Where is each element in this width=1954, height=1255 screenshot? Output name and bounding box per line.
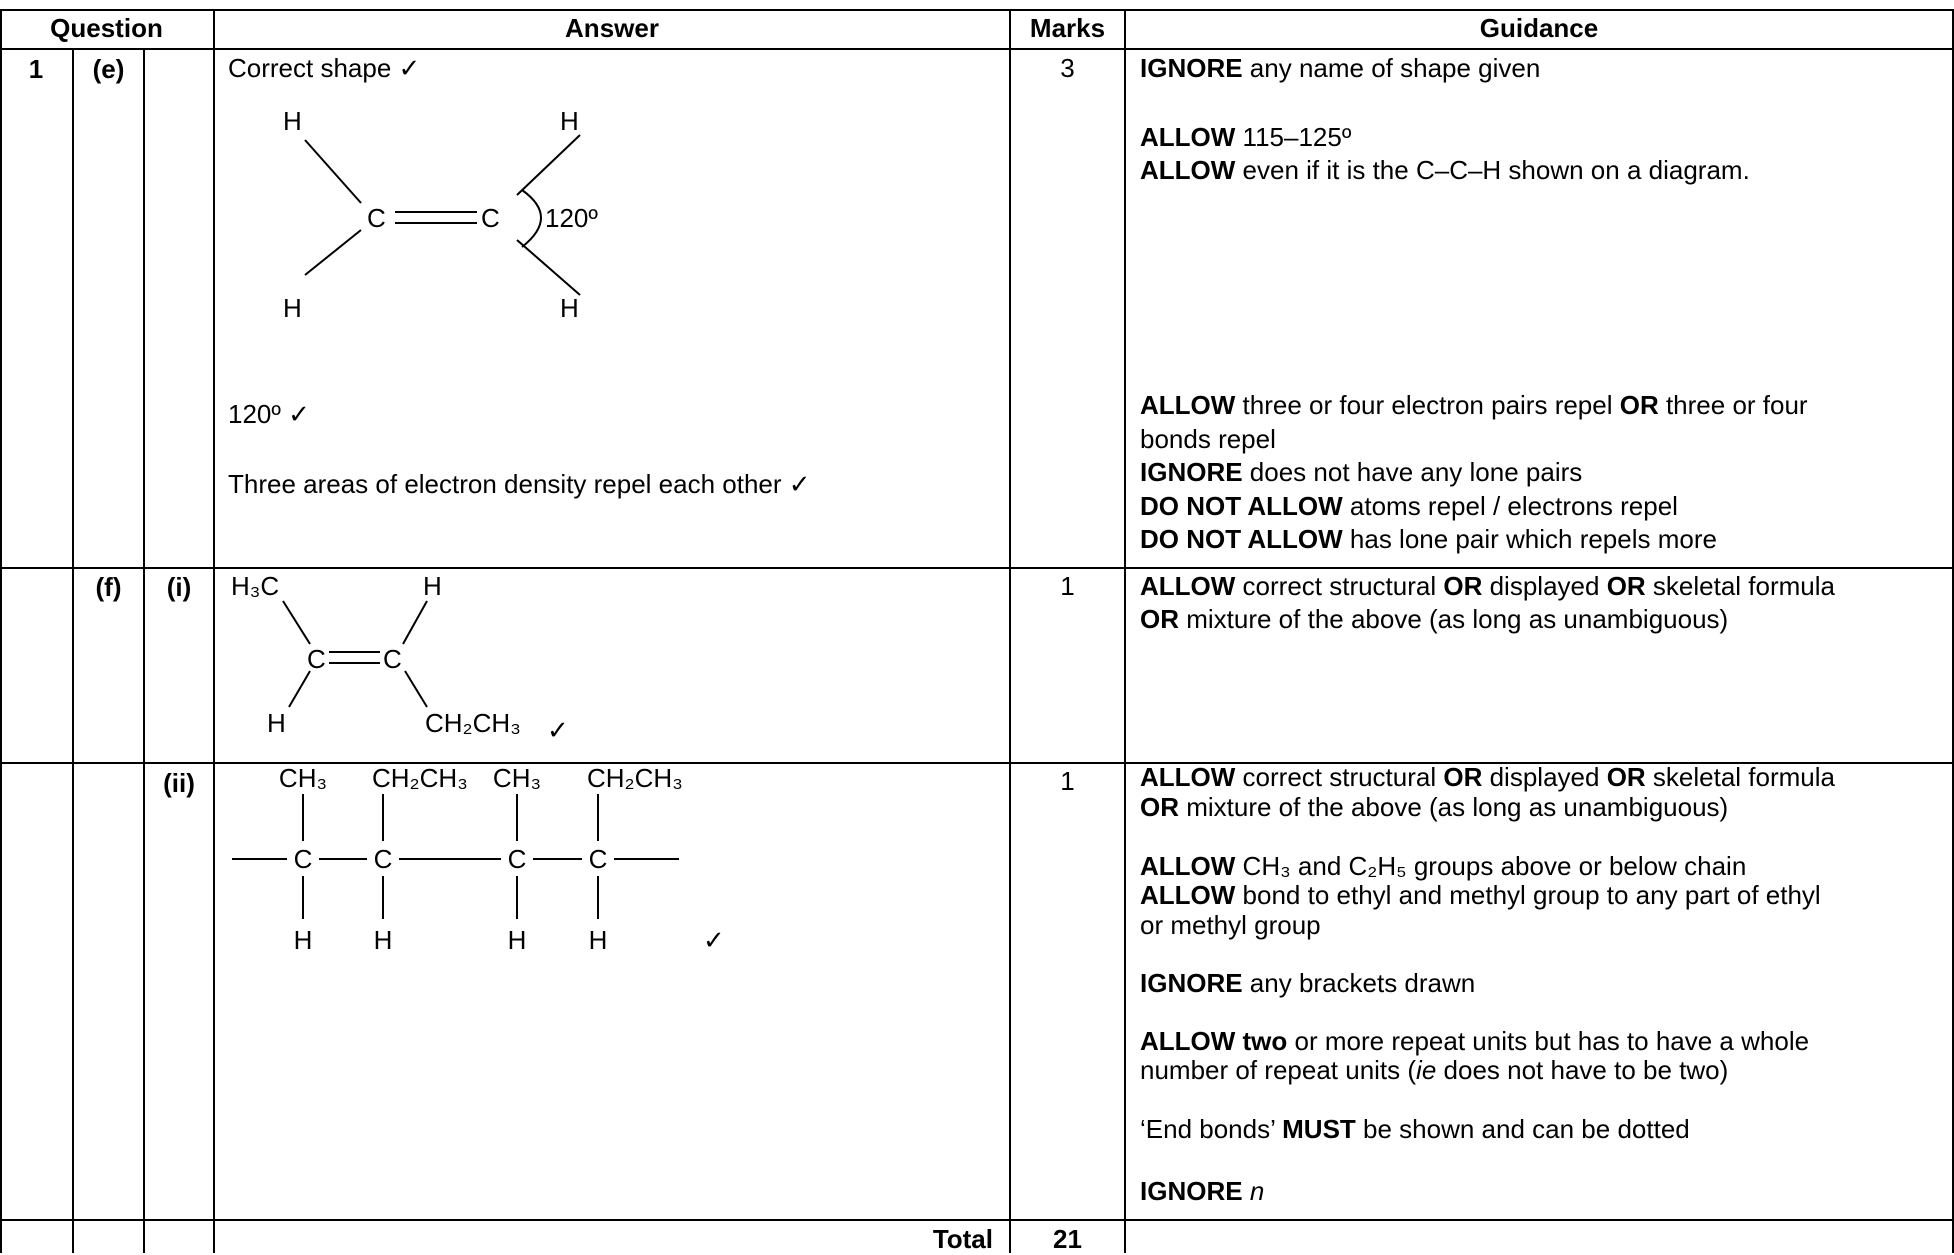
ethene-shape-diagram: H H C C 120º H H — [283, 106, 598, 323]
guidance-e-3: ALLOW even if it is the C–C–H shown on a… — [1140, 155, 1750, 185]
ethene-atom-c1: C — [367, 203, 386, 233]
header-answer: Answer — [565, 13, 659, 43]
polymer-carbon-1: C — [294, 844, 313, 874]
but-1-ene-ethyl: CH₂CH₃ — [425, 708, 521, 738]
polymer-h-1: H — [294, 925, 313, 955]
guidance-fii-4b: or methyl group — [1140, 910, 1321, 940]
grid-header-bottom — [0, 48, 1954, 50]
grid-col-6 — [1952, 9, 1954, 1253]
polymer-group-1: CH₃ — [279, 764, 327, 793]
header-marks: Marks — [1029, 13, 1106, 43]
guidance-fi-2: OR mixture of the above (as long as unam… — [1140, 604, 1729, 634]
polymer-carbon-2: C — [374, 844, 393, 874]
but-1-ene-tick: ✓ — [547, 715, 569, 745]
guidance-fii-6b: number of repeat units (ie does not have… — [1140, 1055, 1729, 1085]
grid-col-5 — [1124, 9, 1126, 1253]
ethene-atom-c2: C — [481, 203, 500, 233]
guidance-e-4b: bonds repel — [1140, 424, 1276, 454]
header-guidance: Guidance — [1479, 13, 1599, 43]
marks-e: 3 — [1060, 53, 1075, 83]
but-1-ene-h3c: H₃C — [231, 571, 279, 601]
question-sub-i: (i) — [166, 572, 192, 602]
grid-col-2 — [143, 48, 145, 1253]
answer-correct-shape: Correct shape ✓ — [228, 53, 421, 83]
grid-col-3 — [213, 9, 215, 1253]
guidance-fii-5: IGNORE any brackets drawn — [1140, 968, 1476, 998]
guidance-e-5: IGNORE does not have any lone pairs — [1140, 457, 1583, 487]
polymer-h-2: H — [374, 925, 393, 955]
ethene-atom-h1: H — [283, 106, 302, 136]
polymer-carbon-3: C — [508, 844, 527, 874]
guidance-fii-7: ‘End bonds’ MUST be shown and can be dot… — [1140, 1114, 1690, 1144]
ethene-atom-h3: H — [283, 293, 302, 323]
grid-col-0 — [0, 9, 2, 1253]
grid-col-1 — [72, 48, 74, 1253]
marks-f-ii: 1 — [1060, 766, 1075, 796]
question-number: 1 — [28, 54, 44, 84]
question-sub-ii: (ii) — [163, 768, 195, 798]
but-1-ene-h-top: H — [423, 571, 442, 601]
guidance-fii-4: ALLOW bond to ethyl and methyl group to … — [1140, 880, 1821, 910]
polymer-carbon-4: C — [589, 844, 608, 874]
grid-col-4 — [1009, 9, 1011, 1253]
polymer-tick: ✓ — [703, 925, 725, 955]
guidance-fii-3: ALLOW CH₃ and C₂H₅ groups above or below… — [1140, 851, 1747, 881]
polymer-group-4: CH₂CH₃ — [587, 764, 683, 793]
grid-row-e-bottom — [0, 567, 1954, 569]
guidance-e-6: DO NOT ALLOW atoms repel / electrons rep… — [1140, 491, 1678, 521]
grid-row-fi-bottom — [0, 762, 1954, 764]
guidance-e-2: ALLOW 115–125º — [1140, 122, 1352, 152]
but-1-ene-c1: C — [307, 644, 326, 674]
polymer-h-3: H — [508, 925, 527, 955]
polymer-repeat-unit-diagram: CH₃ CH₂CH₃ CH₃ CH₂CH₃ C C C C H H H H ✓ — [232, 764, 725, 955]
answer-angle: 120º ✓ — [228, 399, 310, 429]
polymer-group-2: CH₂CH₃ — [372, 764, 468, 793]
guidance-e-4: ALLOW three or four electron pairs repel… — [1140, 390, 1808, 420]
ethene-angle-label: 120º — [545, 203, 598, 233]
marks-f-i: 1 — [1060, 571, 1075, 601]
guidance-e-7: DO NOT ALLOW has lone pair which repels … — [1140, 524, 1717, 554]
but-1-ene-diagram: H₃C H C C H CH₂CH₃ ✓ — [231, 571, 569, 745]
polymer-group-3: CH₃ — [493, 764, 541, 793]
ethene-atom-h2: H — [560, 106, 579, 136]
guidance-e-1: IGNORE any name of shape given — [1140, 53, 1541, 83]
guidance-fii-6: ALLOW two or more repeat units but has t… — [1140, 1026, 1810, 1056]
ethene-atom-h4: H — [560, 293, 579, 323]
total-label: Total — [932, 1224, 993, 1254]
guidance-fii-2: OR mixture of the above (as long as unam… — [1140, 792, 1729, 822]
header-question: Question — [50, 13, 163, 43]
total-value: 21 — [1053, 1224, 1082, 1254]
question-part-f: (f) — [95, 572, 122, 602]
but-1-ene-h-bottom: H — [267, 708, 286, 738]
guidance-fi-1: ALLOW correct structural OR displayed OR… — [1140, 571, 1835, 601]
but-1-ene-c2: C — [383, 644, 402, 674]
answer-electron-density: Three areas of electron density repel ea… — [228, 469, 811, 499]
grid-row-fii-bottom — [0, 1219, 1954, 1221]
grid-top — [0, 9, 1954, 11]
guidance-fii-8: IGNORE n — [1140, 1176, 1265, 1206]
polymer-h-4: H — [589, 925, 608, 955]
guidance-fii-1: ALLOW correct structural OR displayed OR… — [1140, 762, 1835, 792]
question-part-e: (e) — [92, 54, 125, 84]
